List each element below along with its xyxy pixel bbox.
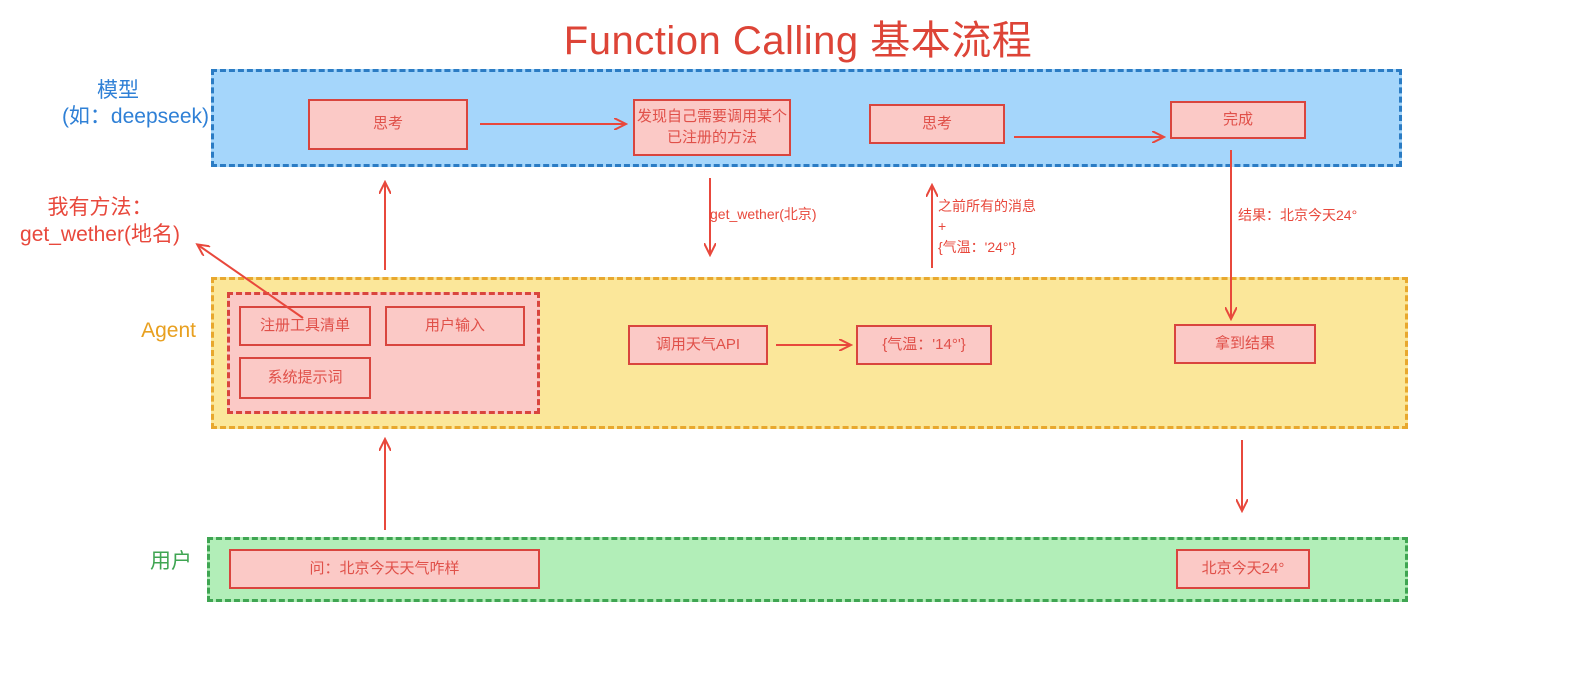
node-get-result[interactable]: 拿到结果: [1174, 324, 1316, 364]
arrow-label-previous-messages-line1: 之前所有的消息: [938, 198, 1036, 214]
node-registered-tool-list[interactable]: 注册工具清单: [239, 306, 371, 346]
annotation-method-note-line1: 我有方法：: [47, 196, 153, 219]
node-weather-response[interactable]: {气温：'14°'}: [856, 325, 992, 365]
arrow-label-previous-messages: 之前所有的消息 + {气温：'24°'}: [938, 196, 1036, 257]
node-done[interactable]: 完成: [1170, 101, 1306, 139]
arrow-label-previous-messages-line3: {气温：'24°'}: [938, 238, 1016, 255]
node-system-prompt[interactable]: 系统提示词: [239, 357, 371, 399]
node-user-input[interactable]: 用户输入: [385, 306, 525, 346]
annotation-method-note: 我有方法： get_wether(地名): [0, 194, 200, 249]
node-think-1[interactable]: 思考: [308, 99, 468, 150]
arrow-label-get-wether: get_wether(北京): [710, 206, 817, 222]
node-discover-tool-call[interactable]: 发现自己需要调用某个已注册的方法: [633, 99, 791, 156]
swimlane-label-agent: Agent: [141, 319, 196, 342]
node-user-question[interactable]: 问：北京今天天气咋样: [229, 549, 540, 589]
swimlane-label-model: 模型 (如：deepseek): [0, 78, 211, 129]
annotation-method-note-line2: get_wether(地名): [20, 223, 180, 247]
node-think-2[interactable]: 思考: [869, 104, 1005, 144]
node-call-weather-api[interactable]: 调用天气API: [628, 325, 768, 365]
page-title: Function Calling 基本流程: [563, 19, 1033, 63]
node-user-answer[interactable]: 北京今天24°: [1176, 549, 1310, 589]
swimlane-label-user: 用户: [150, 550, 192, 573]
arrow-label-previous-messages-line2: +: [938, 218, 947, 235]
swimlane-label-model-line1: 模型: [97, 79, 139, 102]
arrow-label-result: 结果：北京今天24°: [1238, 207, 1358, 223]
swimlane-label-model-line2: (如：deepseek): [61, 104, 209, 128]
